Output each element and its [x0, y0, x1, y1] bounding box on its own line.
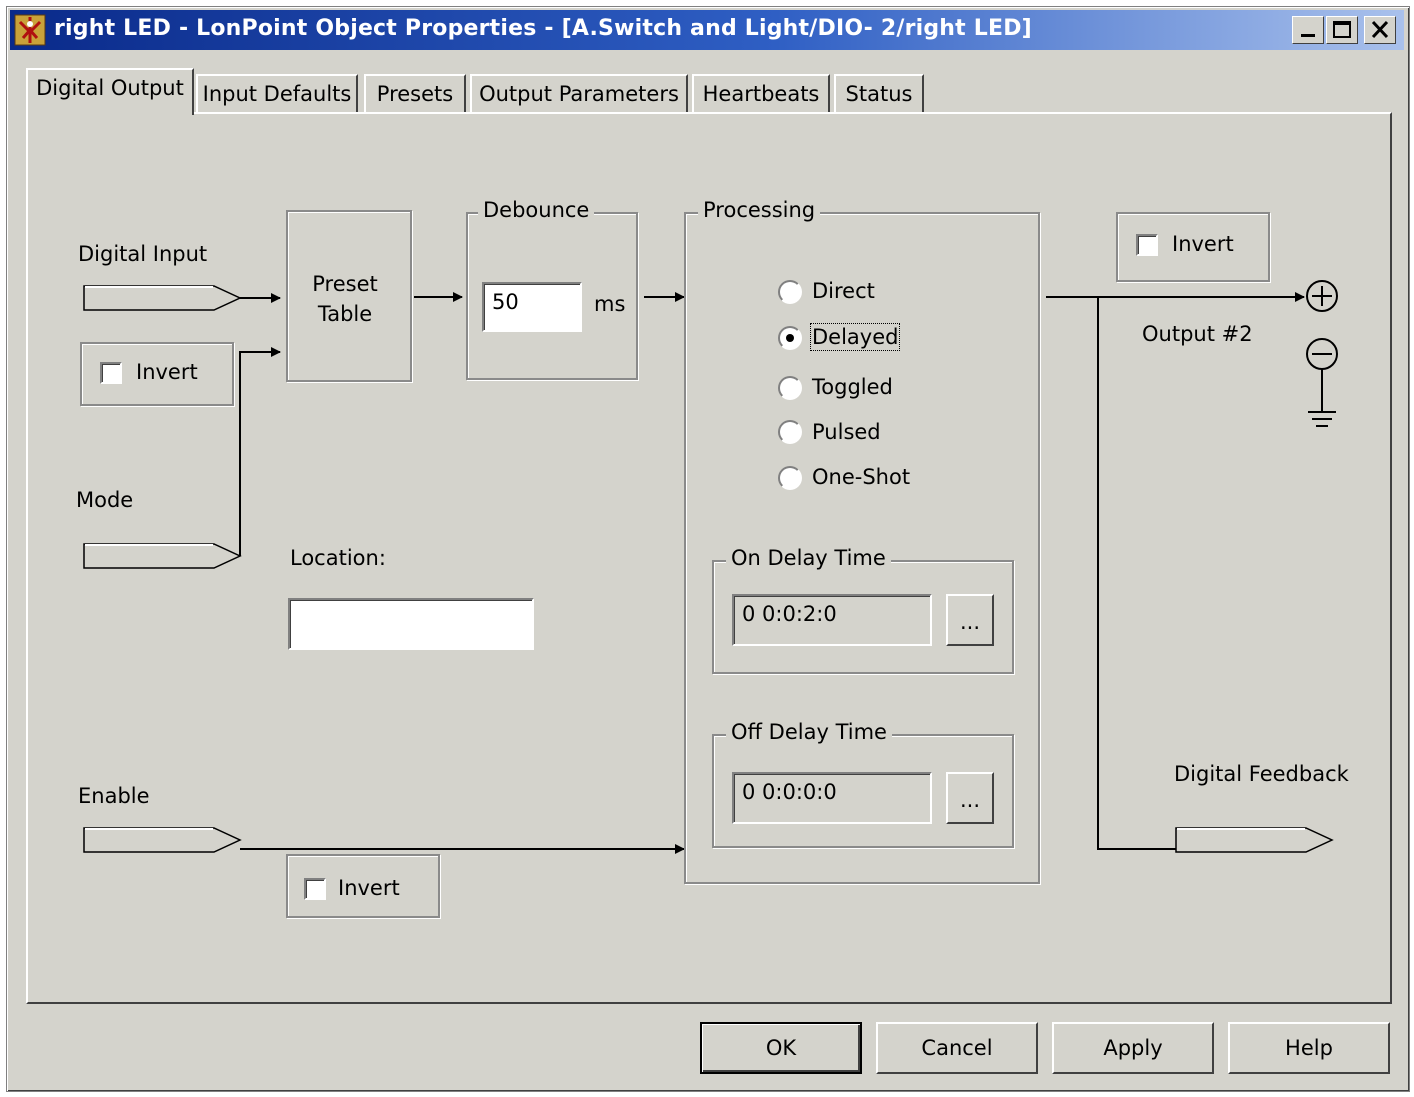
mode-label: Mode	[76, 488, 134, 512]
radio-direct-label[interactable]: Direct	[812, 279, 875, 303]
on-delay-input[interactable]: 0 0:0:2:0	[732, 594, 932, 646]
enable-connector	[83, 827, 242, 853]
output-invert-label[interactable]: Invert	[1172, 232, 1234, 256]
output-invert-checkbox[interactable]	[1136, 234, 1158, 256]
input-invert-checkbox[interactable]	[100, 362, 122, 384]
digital-input-connector	[83, 285, 242, 311]
debounce-input[interactable]: 50	[482, 282, 582, 332]
debounce-title: Debounce	[478, 198, 595, 222]
processing-title: Processing	[698, 198, 821, 222]
tab-status[interactable]: Status	[834, 74, 924, 114]
tab-output-parameters[interactable]: Output Parameters	[470, 74, 688, 114]
title-bar[interactable]: right LED - LonPoint Object Properties -…	[10, 10, 1404, 50]
digital-feedback-label: Digital Feedback	[1174, 762, 1349, 786]
input-invert-group	[80, 342, 234, 406]
output-name-label: Output #2	[1142, 322, 1253, 346]
output-invert-group	[1116, 212, 1270, 282]
radio-toggled-label[interactable]: Toggled	[812, 375, 893, 399]
cancel-button[interactable]: Cancel	[876, 1022, 1038, 1074]
enable-invert-label[interactable]: Invert	[338, 876, 400, 900]
minimize-button[interactable]	[1292, 16, 1324, 44]
enable-label: Enable	[78, 784, 150, 808]
off-delay-title: Off Delay Time	[726, 720, 892, 744]
minus-terminal-ground-icon	[1306, 338, 1338, 427]
radio-delayed[interactable]	[778, 326, 802, 350]
plus-terminal-icon	[1306, 280, 1338, 312]
enable-invert-checkbox[interactable]	[304, 878, 326, 900]
help-button[interactable]: Help	[1228, 1022, 1390, 1074]
input-invert-label[interactable]: Invert	[136, 360, 198, 384]
on-delay-title: On Delay Time	[726, 546, 891, 570]
off-delay-browse-button[interactable]: ...	[946, 772, 994, 824]
debounce-unit: ms	[594, 292, 626, 316]
radio-direct[interactable]	[778, 280, 802, 304]
tab-heartbeats[interactable]: Heartbeats	[692, 74, 830, 114]
close-icon	[1371, 20, 1389, 39]
tab-digital-output[interactable]: Digital Output	[26, 68, 194, 115]
radio-toggled[interactable]	[778, 376, 802, 400]
lonpoint-app-icon	[14, 14, 46, 46]
radio-delayed-label[interactable]: Delayed	[810, 323, 901, 351]
maximize-icon	[1333, 21, 1351, 38]
processing-group	[684, 212, 1040, 884]
radio-one-shot[interactable]	[778, 466, 802, 490]
radio-pulsed[interactable]	[778, 420, 802, 444]
apply-button[interactable]: Apply	[1052, 1022, 1214, 1074]
window-title: right LED - LonPoint Object Properties -…	[54, 16, 1032, 41]
tab-presets[interactable]: Presets	[364, 74, 466, 114]
location-label: Location:	[290, 546, 386, 570]
close-button[interactable]	[1364, 16, 1396, 44]
mode-to-preset-arrow	[239, 347, 281, 556]
radio-pulsed-label[interactable]: Pulsed	[812, 420, 881, 444]
digital-input-label: Digital Input	[78, 242, 208, 266]
preset-table-line1: Preset	[312, 272, 378, 296]
tab-input-defaults[interactable]: Input Defaults	[196, 74, 358, 114]
feedback-wire	[1097, 297, 1176, 850]
preset-table-line2: Table	[317, 302, 373, 326]
minimize-icon	[1301, 34, 1315, 37]
enable-invert-group	[286, 854, 440, 918]
tab-panel	[26, 112, 1392, 1004]
ok-button[interactable]: OK	[700, 1022, 862, 1074]
on-delay-browse-button[interactable]: ...	[946, 594, 994, 646]
mode-connector	[83, 543, 242, 569]
location-input[interactable]	[288, 598, 534, 650]
digital-feedback-connector	[1175, 827, 1334, 853]
preset-table-block	[286, 210, 412, 382]
off-delay-input[interactable]: 0 0:0:0:0	[732, 772, 932, 824]
maximize-button[interactable]	[1326, 16, 1358, 44]
radio-one-shot-label[interactable]: One-Shot	[812, 465, 911, 489]
